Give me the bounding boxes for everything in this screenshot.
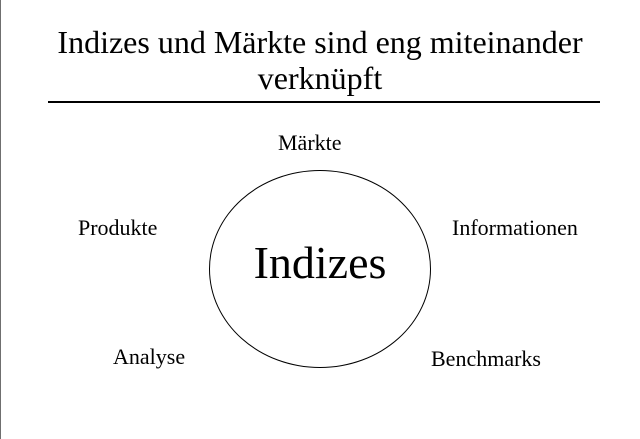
center-circle <box>209 170 431 368</box>
slide-border <box>0 0 1 439</box>
title-underline <box>48 101 600 103</box>
node-analyse: Analyse <box>113 344 186 369</box>
node-produkte: Produkte <box>78 215 158 240</box>
slide-title: Indizes und Märkte sind eng miteinander … <box>20 24 620 96</box>
title-line-1: Indizes und Märkte sind eng miteinander <box>57 24 583 60</box>
node-benchmarks: Benchmarks <box>431 346 541 371</box>
node-maerkte: Märkte <box>278 130 342 155</box>
node-informationen: Informationen <box>452 215 578 240</box>
center-label: Indizes <box>253 237 387 288</box>
title-line-2: verknüpft <box>257 60 383 96</box>
